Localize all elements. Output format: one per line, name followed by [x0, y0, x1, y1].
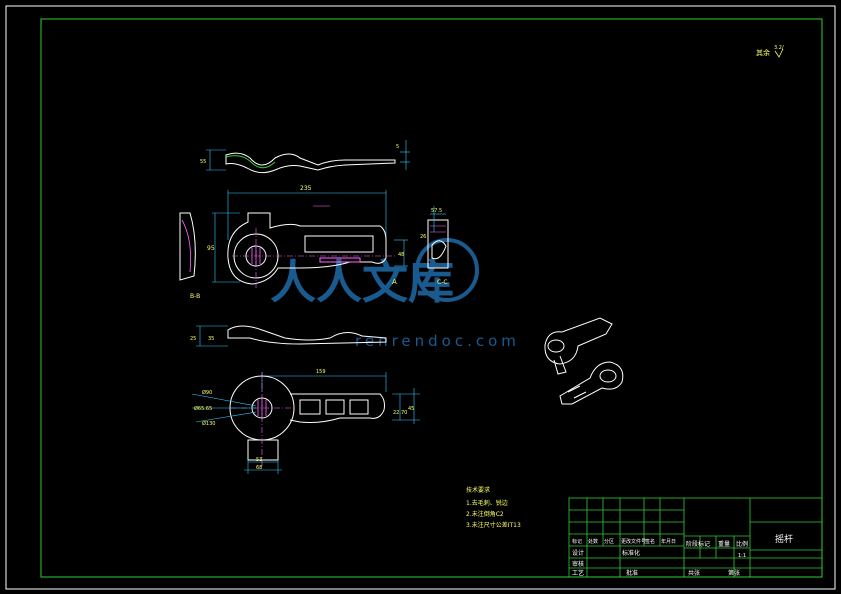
roughness-label: 其余: [756, 48, 770, 57]
dim-top-view-len: 35: [208, 336, 214, 342]
dim-dia-130: Ø130: [202, 420, 215, 427]
label-bb: B-B: [190, 293, 200, 300]
sheet-outer-border: [5, 5, 836, 590]
bottom-plan-view: 159 Ø90 Ø65.65 Ø130 22.70 45 53 68: [191, 369, 420, 474]
watermark-text: 人人文库: [270, 255, 454, 309]
notes-item-1: 1.去毛刺、锐边: [466, 499, 508, 507]
tb-mark: 标记: [572, 538, 582, 545]
dim-right-small: 48: [398, 252, 404, 258]
dim-right-h1: 22.70: [393, 410, 407, 416]
tb-sign: 签名: [645, 538, 655, 545]
tb-stage: 阶段标记: [686, 540, 710, 548]
dim-boss-w1: 53: [256, 457, 262, 463]
dim-right-h2: 45: [408, 406, 414, 412]
tb-zone: 分区: [604, 538, 614, 545]
tb-scale: 1:1: [738, 553, 746, 559]
isometric-view-2: [559, 361, 624, 405]
tb-part-name: 摇杆: [775, 533, 793, 545]
dim-dia-90: Ø90: [202, 389, 212, 396]
roughness-note: 其余 3.2/: [756, 45, 784, 58]
tb-weight: 重量: [718, 540, 730, 548]
dim-cc-width: 57.5: [431, 208, 442, 214]
notes-item-2: 2.未注倒角C2: [466, 510, 504, 518]
tb-review: 审核: [572, 560, 584, 568]
technical-notes: 技术要求 1.去毛刺、锐边 2.未注倒角C2 3.未注尺寸公差IT13: [466, 486, 521, 529]
notes-item-3: 3.未注尺寸公差IT13: [466, 521, 521, 529]
watermark-url: renrendoc.com: [355, 332, 520, 350]
tb-ratio: 比例: [736, 540, 748, 548]
dim-bottom-len: 159: [316, 369, 326, 375]
dim-side-h: 25: [190, 336, 196, 342]
section-bb: B-B: [179, 212, 200, 300]
tb-sheet-total: 共张: [688, 569, 700, 577]
isometric-view-1: [544, 317, 613, 375]
title-block: [568, 497, 823, 578]
dim-top-side-h: 55: [200, 159, 206, 165]
tb-design: 设计: [572, 549, 584, 557]
tb-date: 年月日: [661, 538, 676, 545]
roughness-value: 3.2/: [774, 45, 784, 51]
tb-count: 处数: [588, 538, 598, 545]
lower-side-view: 25 35: [190, 325, 387, 347]
watermark: 人人文库 renrendoc.com: [270, 238, 520, 350]
dim-dia-65: Ø65.65: [194, 405, 212, 412]
tb-process: 工艺: [572, 569, 584, 577]
label-cc: C-C: [437, 279, 448, 286]
drawing-frame: [40, 18, 823, 578]
dim-boss-w2: 68: [256, 465, 262, 471]
dim-left-height: 95: [207, 245, 215, 252]
tb-standardize: 标准化: [622, 549, 640, 557]
title-block-text: 标记 处数 分区 更改文件号 签名 年月日 设计 标准化 审核 工艺 批准 阶段…: [572, 533, 793, 577]
dim-top-side-r: 5: [396, 144, 399, 150]
tb-change-doc: 更改文件号: [621, 538, 646, 545]
view-arrow-a: A: [392, 278, 397, 286]
tb-sheet-no: 第张: [728, 569, 740, 577]
dim-cc-height: 26: [420, 234, 426, 240]
notes-title: 技术要求: [466, 486, 490, 494]
top-side-view: 55 5: [200, 140, 410, 174]
section-cc: 57.5 26 C-C: [420, 206, 449, 286]
dim-top-width: 235: [300, 185, 312, 192]
tb-approve: 批准: [626, 569, 638, 577]
main-plan-view: 235 95 48 A: [207, 185, 408, 288]
